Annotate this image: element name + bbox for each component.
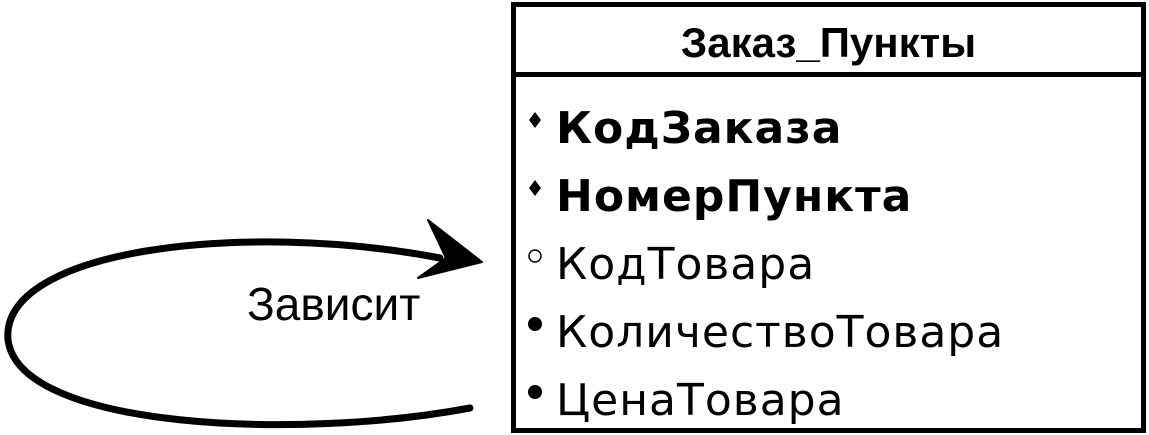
attribute-label: КоличествоТовара (556, 306, 1005, 358)
attribute-label: ЦенаТовара (556, 374, 845, 426)
attribute-label: КодТовара (556, 238, 816, 290)
attribute-dot-icon (526, 378, 544, 422)
attribute-dot-icon (526, 310, 544, 354)
primary-key-diamond-icon (526, 106, 544, 150)
relationship-loop-line (4, 238, 474, 429)
attribute-row[interactable]: КодЗаказа (526, 98, 843, 158)
arrowhead-icon (417, 219, 483, 279)
primary-key-diamond-icon (526, 174, 544, 218)
attribute-row[interactable]: НомерПункта (526, 166, 912, 226)
attribute-row[interactable]: КодТовара (526, 234, 815, 294)
attribute-label: КодЗаказа (556, 102, 843, 154)
attribute-label: НомерПункта (556, 170, 913, 222)
entity-title: Заказ_Пункты (516, 7, 1141, 77)
foreign-key-circle-icon (526, 242, 544, 286)
relationship-label: Зависит (247, 278, 421, 330)
entity-table[interactable]: Заказ_Пункты КодЗаказа НомерПункта КодТо… (511, 2, 1146, 433)
attribute-row[interactable]: ЦенаТовара (526, 370, 845, 430)
attribute-row[interactable]: КоличествоТовара (526, 302, 1004, 362)
